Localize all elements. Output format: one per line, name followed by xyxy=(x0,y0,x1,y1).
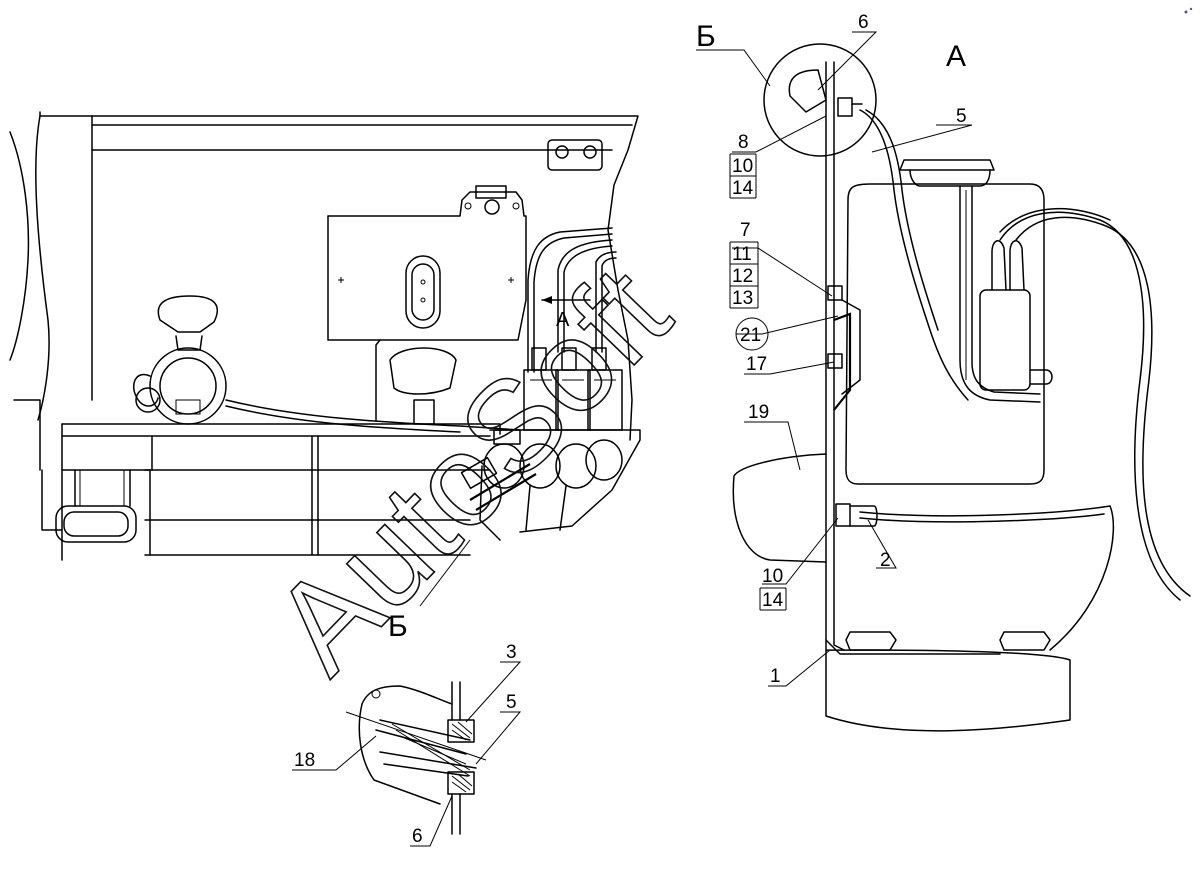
part-label-13: 13 xyxy=(732,288,753,309)
part-label-17: 17 xyxy=(746,354,767,375)
part-label-7: 7 xyxy=(740,220,751,241)
part-label-14a: 14 xyxy=(732,178,754,199)
detail-b xyxy=(345,681,487,835)
part-label-18: 18 xyxy=(294,750,315,771)
part-label-10a: 10 xyxy=(732,156,753,177)
part-label-8: 8 xyxy=(738,132,749,153)
part-label-19: 19 xyxy=(748,402,769,423)
part-label-5: 5 xyxy=(956,106,967,127)
part-label-21: 21 xyxy=(740,325,761,346)
labels: А Б Б А 6 5 8 10 14 7 11 12 13 21 17 19 … xyxy=(294,7,1193,847)
part-label-10b: 10 xyxy=(762,566,783,587)
view-label-b-detail: Б xyxy=(388,610,408,643)
part-label-6-top: 6 xyxy=(858,12,869,33)
part-label-2: 2 xyxy=(880,550,891,571)
corner-mark-icon xyxy=(1184,7,1193,14)
view-label-a: А xyxy=(946,40,966,73)
part-label-1: 1 xyxy=(770,666,781,687)
leader-lines xyxy=(292,31,973,847)
part-label-6-detail: 6 xyxy=(412,826,423,847)
arrow-label-a: А xyxy=(556,309,570,331)
view-a xyxy=(732,43,1191,732)
view-label-b: Б xyxy=(696,20,716,53)
part-label-14b: 14 xyxy=(762,590,784,611)
part-label-12: 12 xyxy=(732,266,753,287)
part-label-11: 11 xyxy=(732,244,752,265)
part-label-3: 3 xyxy=(506,642,517,663)
part-label-5-detail: 5 xyxy=(506,692,517,713)
main-assembly-view xyxy=(9,111,641,607)
